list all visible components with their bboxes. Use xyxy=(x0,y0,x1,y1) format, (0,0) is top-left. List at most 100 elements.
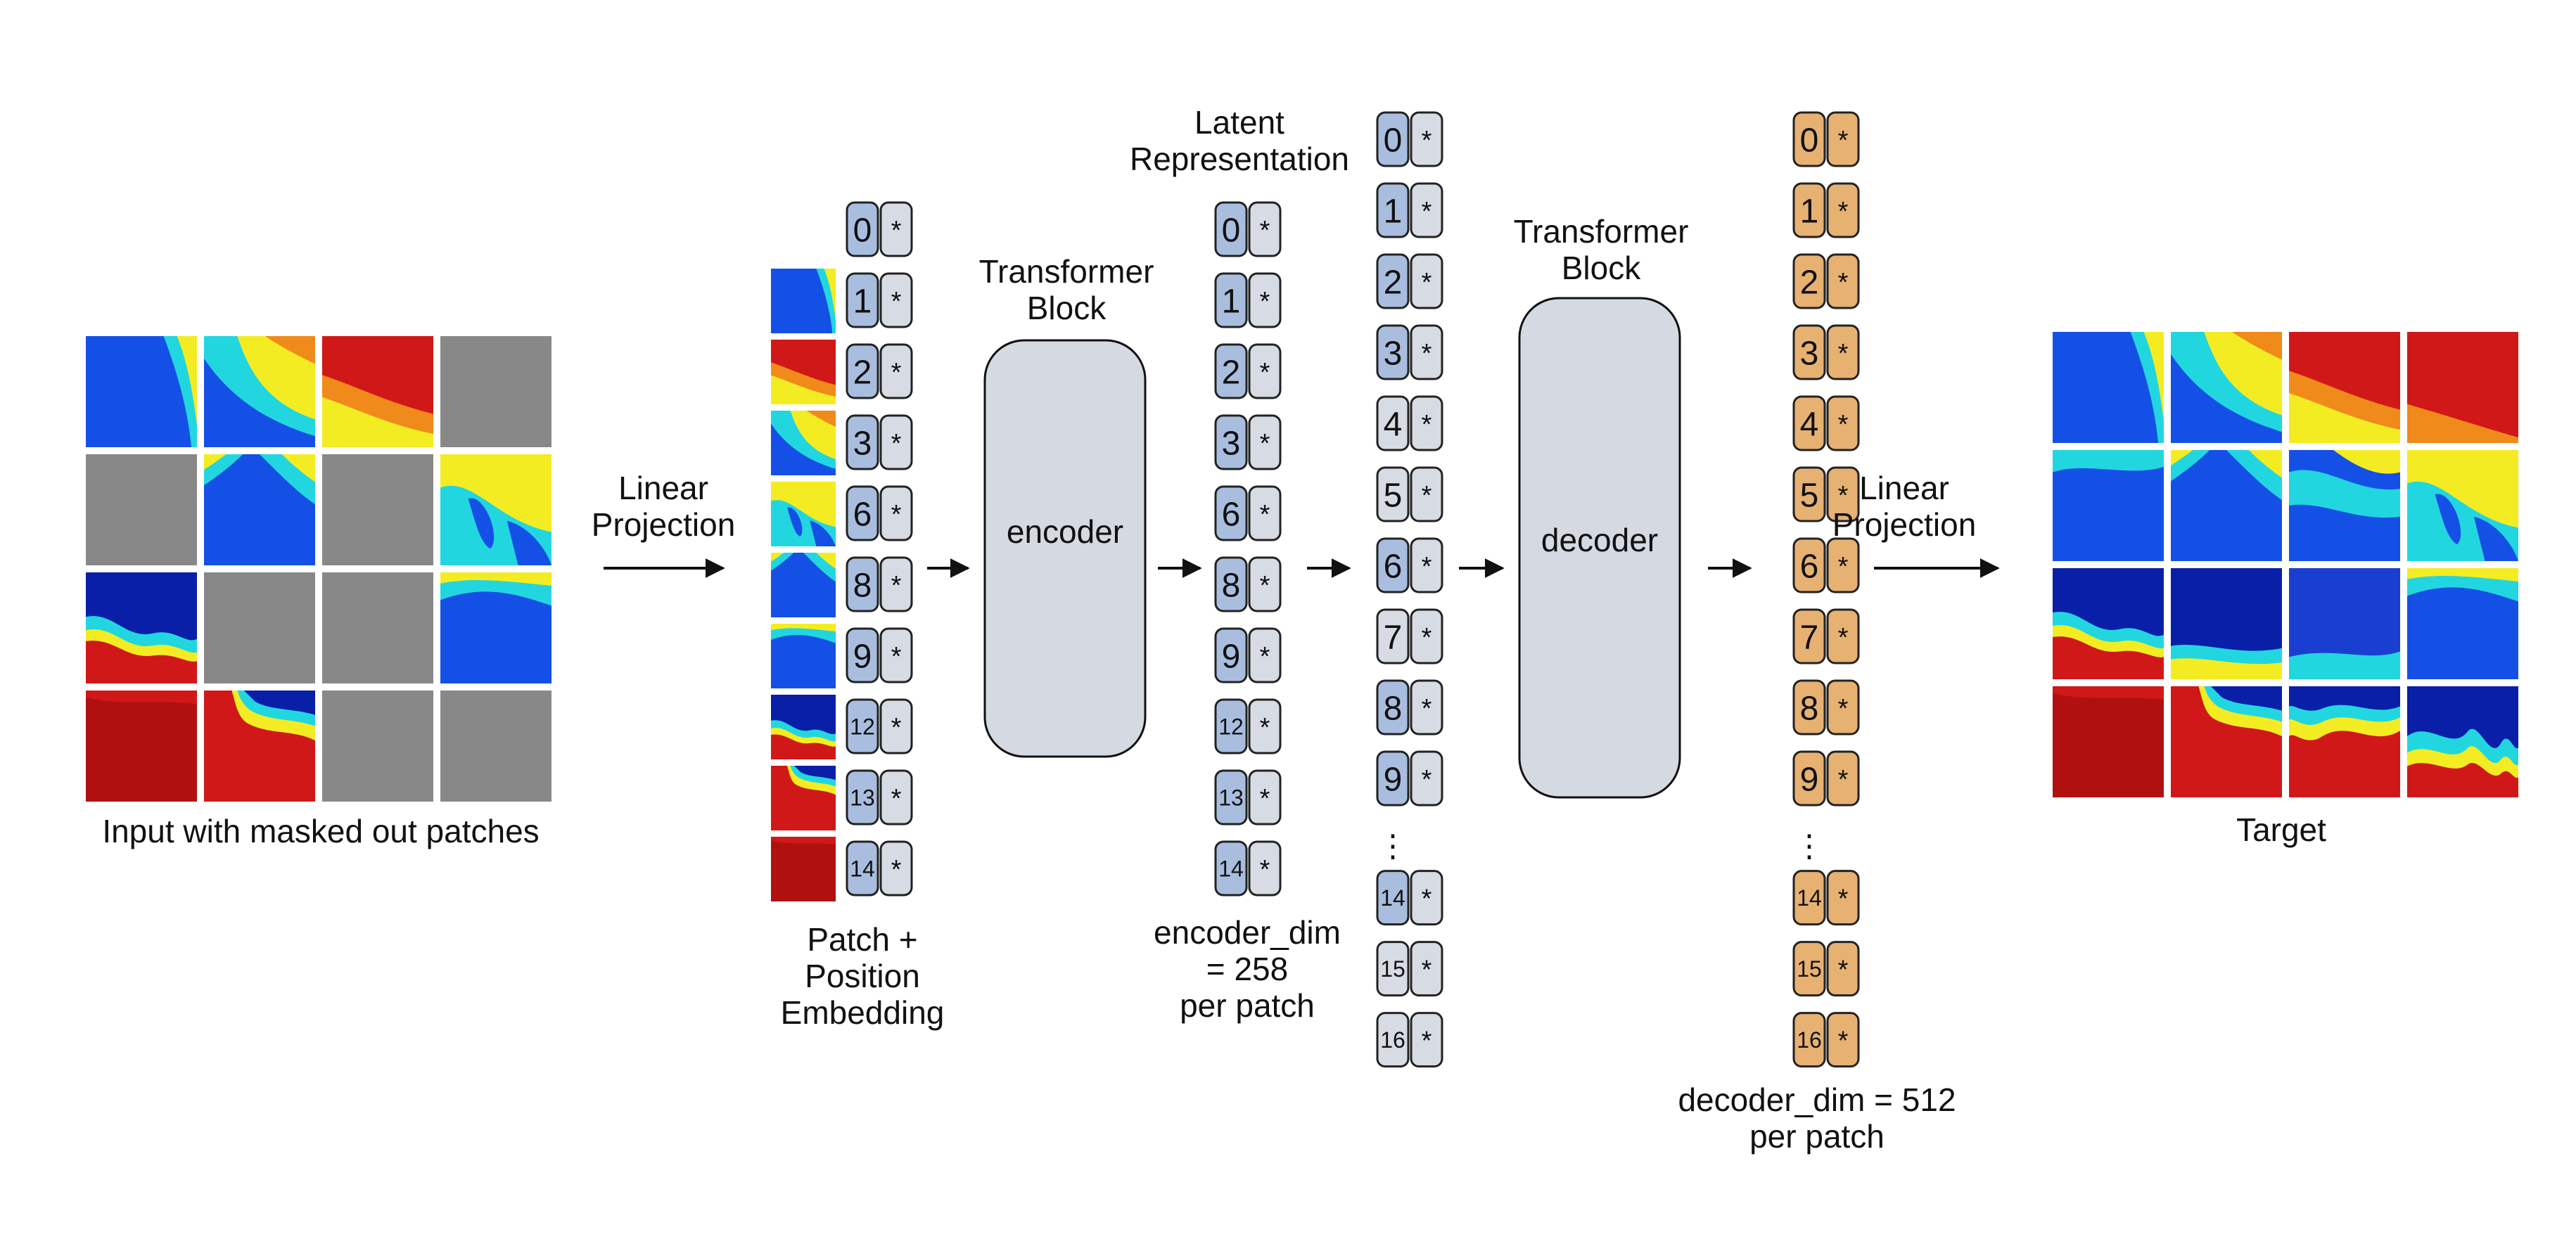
linear-projection-label-out-line2: Projection xyxy=(1832,506,1977,543)
patch-embed-token-1-index-box xyxy=(846,272,879,328)
encoder-out-token-8: 13* xyxy=(1214,769,1282,826)
decoder-out-token-9-symbol: * xyxy=(1838,765,1849,795)
decoder-out-token-4-index: 4 xyxy=(1800,406,1819,443)
encoder-out-token-4-index-box xyxy=(1214,485,1248,541)
patch-embed-token-5-index-box xyxy=(846,556,879,612)
encoder-out-token-3-index: 3 xyxy=(1222,425,1241,462)
target-patch-4 xyxy=(2053,450,2164,561)
encoder-out-token-4-index: 6 xyxy=(1222,496,1241,533)
patch-embed-token-6: 9* xyxy=(846,627,913,683)
latent-token-1-index: 1 xyxy=(1384,193,1403,230)
decoder-out-token-7-index: 7 xyxy=(1800,619,1819,656)
decoder-out-token-3: 3* xyxy=(1792,324,1860,380)
decoder-label: decoder xyxy=(1541,522,1658,558)
encoder-out-token-1-index-box xyxy=(1214,272,1248,328)
latent-token-2-index: 2 xyxy=(1384,264,1403,301)
decoder-out-token-7-embed-box xyxy=(1826,608,1860,664)
latent-token-11-index: 14 xyxy=(1380,885,1405,911)
patch-thumb-6 xyxy=(771,695,836,759)
patch-embed-token-1-embed-box xyxy=(879,272,913,328)
decoder-out-token-6-symbol: * xyxy=(1838,552,1849,582)
input-image-grid xyxy=(86,336,551,802)
decoder-out-token-2-symbol: * xyxy=(1838,268,1849,297)
encoder-out-token-3-embed-box xyxy=(1248,414,1282,470)
patch-embed-token-0-symbol: * xyxy=(891,216,902,245)
patch-embed-token-7-index: 12 xyxy=(850,714,875,740)
patch-thumb-1 xyxy=(771,340,836,404)
patch-embed-token-1: 1* xyxy=(846,272,913,328)
input-patch-0 xyxy=(86,336,197,447)
encoder-out-token-5-index: 8 xyxy=(1222,567,1241,604)
decoder-out-token-13-index: 16 xyxy=(1797,1027,1822,1053)
latent-token-8-index-box xyxy=(1376,679,1410,736)
encoder-out-token-5-symbol: * xyxy=(1260,571,1270,600)
patch-embed-token-6-index-box xyxy=(846,627,879,683)
latent-token-7-embed-box xyxy=(1410,608,1443,664)
decoder-dim-label-line2: per patch xyxy=(1749,1118,1885,1155)
encoder-out-token-9: 14* xyxy=(1214,840,1282,897)
encoder-label: encoder xyxy=(1007,513,1123,550)
patch-embed-token-8: 13* xyxy=(846,769,913,826)
encoder-out-token-6-index: 9 xyxy=(1222,638,1241,675)
latent-token-11-index-box xyxy=(1376,870,1410,926)
patch-embed-token-5: 8* xyxy=(846,556,913,612)
latent-token-1-index-box xyxy=(1376,182,1410,238)
decoder-out-token-11-symbol: * xyxy=(1838,885,1849,914)
latent-token-8: 8* xyxy=(1376,679,1443,736)
target-patch-11 xyxy=(2407,568,2518,679)
latent-token-0-index: 0 xyxy=(1384,122,1403,159)
decoder-out-token-12-symbol: * xyxy=(1838,956,1849,985)
decoder-out-token-12-index: 15 xyxy=(1797,956,1822,982)
input-patch-12 xyxy=(86,691,197,802)
decoder-out-token-3-index-box xyxy=(1792,324,1826,380)
patch-embed-token-9-index: 14 xyxy=(850,856,875,882)
encoder-out-token-7-index-box xyxy=(1214,698,1248,754)
patch-embed-token-1-symbol: * xyxy=(891,287,902,316)
decoder-out-token-8: 8* xyxy=(1792,679,1860,736)
target-patch-9 xyxy=(2171,568,2282,679)
decoder-out-token-7: 7* xyxy=(1792,608,1860,664)
latent-token-7-index-box xyxy=(1376,608,1410,664)
patch-embedding-label-line1: Patch + xyxy=(807,921,917,958)
decoder-out-token-3-symbol: * xyxy=(1838,339,1849,368)
latent-token-3: 3* xyxy=(1376,324,1443,380)
decoder-out-token-0-symbol: * xyxy=(1838,126,1849,155)
latent-token-2-index-box xyxy=(1376,253,1410,309)
patch-thumb-0 xyxy=(771,269,836,333)
decoder-out-token-13-embed-box xyxy=(1826,1012,1860,1068)
encoder-out-token-0-index-box xyxy=(1214,201,1248,257)
patch-embed-token-8-embed-box xyxy=(879,769,913,826)
decoder-out-token-1: 1* xyxy=(1792,182,1860,238)
latent-token-1-embed-box xyxy=(1410,182,1443,238)
latent-ellipsis: ⋮ xyxy=(1377,829,1408,863)
latent-token-2-symbol: * xyxy=(1422,268,1432,297)
encoder-out-token-1: 1* xyxy=(1214,272,1282,328)
latent-token-11-symbol: * xyxy=(1422,885,1432,914)
decoder-out-token-12-embed-box xyxy=(1826,941,1860,997)
decoder-out-token-1-index-box xyxy=(1792,182,1826,238)
latent-token-4-embed-box xyxy=(1410,395,1443,451)
patch-embed-token-4-embed-box xyxy=(879,485,913,541)
decoder-out-token-2-index: 2 xyxy=(1800,264,1819,301)
latent-token-11-embed-box xyxy=(1410,870,1443,926)
patch-embed-token-4: 6* xyxy=(846,485,913,541)
latent-token-7: 7* xyxy=(1376,608,1443,664)
patch-embed-token-2-index: 2 xyxy=(853,354,872,391)
input-patch-15 xyxy=(440,691,551,802)
encoder-out-token-1-symbol: * xyxy=(1260,287,1270,316)
encoder-out-token-6-symbol: * xyxy=(1260,642,1270,672)
latent-token-2: 2* xyxy=(1376,253,1443,309)
latent-token-5-index-box xyxy=(1376,466,1410,522)
encoder-title-line2: Block xyxy=(1027,290,1107,326)
input-patch-6 xyxy=(322,454,433,565)
encoder-out-token-1-embed-box xyxy=(1248,272,1282,328)
patch-embed-token-8-symbol: * xyxy=(891,784,902,814)
encoder-out-token-2-symbol: * xyxy=(1260,358,1270,387)
patch-embed-token-9-index-box xyxy=(846,840,879,897)
target-patch-7 xyxy=(2407,450,2518,561)
decoder-block xyxy=(1518,297,1681,799)
decoder-out-token-11: 14* xyxy=(1792,870,1860,926)
patch-embed-token-0-embed-box xyxy=(879,201,913,257)
latent-token-0: 0* xyxy=(1376,111,1443,167)
encoder-out-token-7: 12* xyxy=(1214,698,1282,754)
